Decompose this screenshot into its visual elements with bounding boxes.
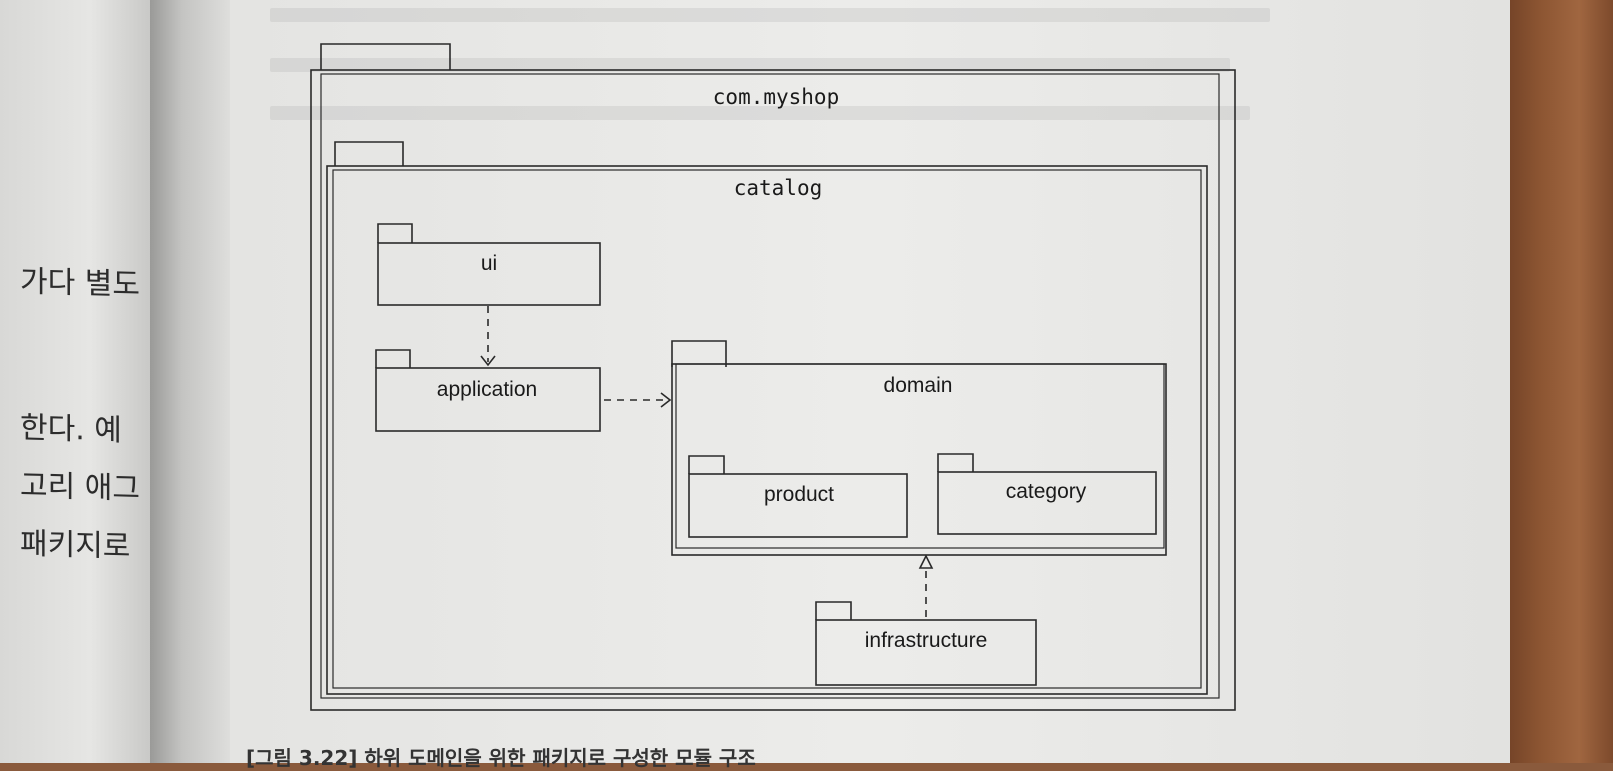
- package-tab: [937, 453, 974, 472]
- package-label-category: category: [1006, 480, 1087, 503]
- package-frame-inner: [675, 363, 1165, 549]
- desk-background: [1500, 0, 1613, 763]
- package-label-product: product: [764, 483, 834, 506]
- package-application: application: [375, 349, 601, 432]
- figure-caption: [그림 3.22] 하위 도메인을 위한 패키지로 구성한 모듈 구조: [246, 746, 756, 770]
- package-label-com-myshop: com.myshop: [713, 85, 839, 109]
- package-domain: domain: [671, 340, 1167, 556]
- package-frame: [310, 69, 1236, 711]
- package-frame: [688, 473, 908, 538]
- package-infrastructure: infrastructure: [815, 601, 1037, 686]
- package-label-domain: domain: [884, 374, 953, 397]
- bleed-through-text: [270, 8, 1270, 22]
- left-book-page: 가다 별도 한다. 예 고리 애그 패키지로: [0, 0, 150, 763]
- package-label-ui: ui: [481, 252, 497, 275]
- package-label-application: application: [437, 378, 537, 401]
- bleed-through-text: [270, 58, 1230, 72]
- package-label-catalog: catalog: [734, 176, 823, 200]
- package-frame-inner: [320, 73, 1220, 699]
- package-frame: [377, 242, 601, 306]
- dependency-arrowhead: [480, 355, 496, 367]
- package-tab: [375, 349, 411, 368]
- realization-triangle: [918, 554, 934, 569]
- book-gutter: [150, 0, 230, 763]
- package-product: product: [688, 455, 908, 538]
- dependency-infrastructure-to-domain: [918, 554, 934, 617]
- package-com-myshop: com.myshop: [310, 43, 1236, 711]
- dependency-arrowhead: [660, 392, 672, 408]
- package-tab: [320, 43, 451, 70]
- dependency-ui-to-application: [480, 306, 496, 367]
- package-ui: ui: [377, 223, 601, 306]
- package-frame-inner: [332, 169, 1202, 689]
- package-tab: [815, 601, 852, 620]
- package-category: category: [937, 453, 1157, 535]
- package-frame: [937, 471, 1157, 535]
- package-frame: [375, 367, 601, 432]
- package-tab: [334, 141, 404, 166]
- package-frame: [326, 165, 1208, 695]
- package-tab: [377, 223, 413, 243]
- package-tab: [688, 455, 725, 474]
- package-tab: [671, 340, 727, 367]
- package-catalog: catalog: [326, 141, 1208, 695]
- dependency-application-to-domain: [604, 392, 672, 408]
- right-book-page: [230, 0, 1510, 763]
- bleed-through-text: [270, 106, 1250, 120]
- package-frame: [815, 619, 1037, 686]
- package-label-infrastructure: infrastructure: [865, 629, 988, 652]
